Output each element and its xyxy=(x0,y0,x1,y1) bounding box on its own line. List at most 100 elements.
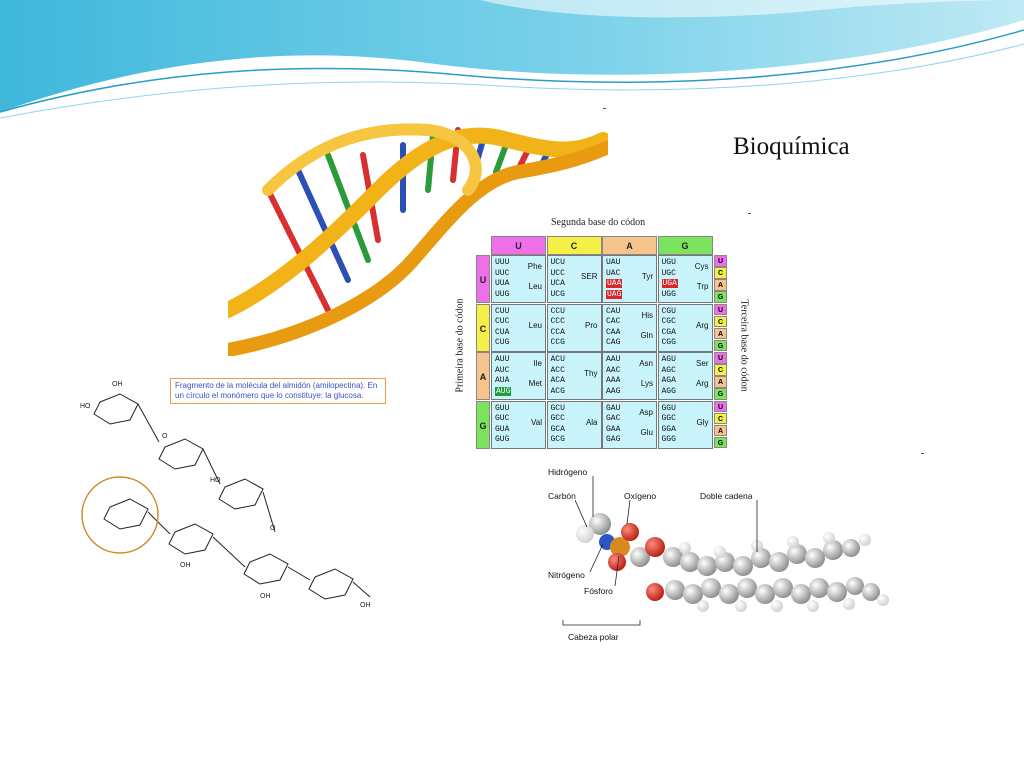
codon: ACU xyxy=(550,355,565,364)
codon: CCG xyxy=(550,338,565,347)
codon: CCC xyxy=(550,317,565,326)
codon: UGU xyxy=(661,258,676,267)
amino-acid: Gln xyxy=(640,330,653,340)
codon: CCA xyxy=(550,327,565,337)
codon: CUA xyxy=(495,327,510,337)
codon: AGA xyxy=(661,376,676,385)
codon: GGU xyxy=(661,403,676,413)
codon-third-base-cell: G xyxy=(714,436,727,448)
tick-mark xyxy=(603,108,606,109)
codon: UAA xyxy=(606,279,623,288)
codon: GCG xyxy=(550,435,565,444)
amino-acid: Pro xyxy=(585,320,598,330)
amino-acid: Leu xyxy=(528,282,542,291)
label-phosphorus: Fósforo xyxy=(584,586,613,596)
codon: CAU xyxy=(606,306,621,316)
codon-third-base-cell: U xyxy=(714,303,727,315)
svg-text:OH: OH xyxy=(112,381,123,388)
amino-acid: Leu xyxy=(528,320,542,330)
amino-acid: Arg xyxy=(696,320,709,330)
codon-second-base-header: U xyxy=(491,236,546,255)
amino-acid: His xyxy=(641,310,653,320)
codon: AUA xyxy=(495,376,510,385)
codon-third-base-cell: U xyxy=(714,255,727,267)
codon-second-base-header: C xyxy=(546,236,602,255)
tick-mark xyxy=(748,213,751,214)
svg-text:OH: OH xyxy=(260,593,271,600)
codon: UUA xyxy=(495,279,510,288)
codon: GAC xyxy=(606,414,621,423)
codon: CCU xyxy=(550,306,565,316)
amino-acid: Trp xyxy=(696,282,709,291)
codon: GCU xyxy=(550,403,565,413)
codon-third-base-cell: C xyxy=(714,315,727,327)
codon: GUA xyxy=(495,424,510,434)
codon: AUU xyxy=(495,355,510,364)
codon: UUU xyxy=(495,258,510,267)
codon: AUG xyxy=(495,386,512,396)
slide-title: Bioquímica xyxy=(733,133,850,160)
codon-third-base-cell: G xyxy=(714,339,727,351)
codon: GGG xyxy=(661,435,676,444)
svg-text:OH: OH xyxy=(360,602,371,609)
amino-acid: Cys xyxy=(694,262,709,271)
label-carbon: Carbón xyxy=(548,491,576,501)
amino-acid: Met xyxy=(528,379,542,388)
codon: GAA xyxy=(606,424,621,434)
tick-mark xyxy=(921,453,924,454)
codon-third-base-label: Terceira base do códon xyxy=(738,299,750,392)
label-polar-head: Cabeza polar xyxy=(568,632,619,642)
codon-third-base-cell: U xyxy=(714,352,727,364)
codon: GGA xyxy=(661,424,676,434)
codon-third-base-cell: A xyxy=(714,424,727,436)
codon-first-base-label-cell: A xyxy=(476,352,490,400)
codon: UCC xyxy=(550,268,565,278)
codon-third-base-cell: G xyxy=(714,388,727,400)
codon: AAC xyxy=(606,365,621,375)
label-nitrogen: Nitrógeno xyxy=(548,570,585,580)
amino-acid: Thy xyxy=(584,369,598,378)
svg-text:HO: HO xyxy=(210,477,221,484)
amino-acid: Phe xyxy=(527,262,542,271)
codon: CGC xyxy=(661,317,676,326)
amino-acid: Lys xyxy=(640,379,653,388)
codon: UAU xyxy=(606,258,621,267)
amino-acid: Tyr xyxy=(641,272,653,281)
codon-third-base-cell: A xyxy=(714,279,727,291)
svg-text:HO: HO xyxy=(80,403,91,410)
codon-table-title: Segunda base do códon xyxy=(551,217,646,228)
codon: GGC xyxy=(661,414,676,423)
codon: AAU xyxy=(606,355,621,364)
codon: UGA xyxy=(661,279,678,288)
svg-text:O: O xyxy=(270,525,276,532)
codon: UAG xyxy=(606,289,623,299)
codon-third-base-cell: A xyxy=(714,327,727,339)
codon: CGG xyxy=(661,338,676,347)
amino-acid: Ile xyxy=(533,359,542,368)
codon-third-base-cell: C xyxy=(714,412,727,424)
codon: CUC xyxy=(495,317,510,326)
dna-helix-image xyxy=(228,123,608,356)
svg-text:OH: OH xyxy=(180,562,191,569)
codon-third-base-cell: C xyxy=(714,364,727,376)
codon: GUG xyxy=(495,435,510,444)
amino-acid: Arg xyxy=(696,379,709,388)
codon-first-base-label-cell: U xyxy=(476,255,490,303)
codon: GCA xyxy=(550,424,565,434)
codon: UUG xyxy=(495,289,510,299)
amino-acid: Asn xyxy=(639,359,653,368)
codon: UCG xyxy=(550,289,565,299)
codon: AUC xyxy=(495,365,510,375)
codon: ACA xyxy=(550,376,565,385)
